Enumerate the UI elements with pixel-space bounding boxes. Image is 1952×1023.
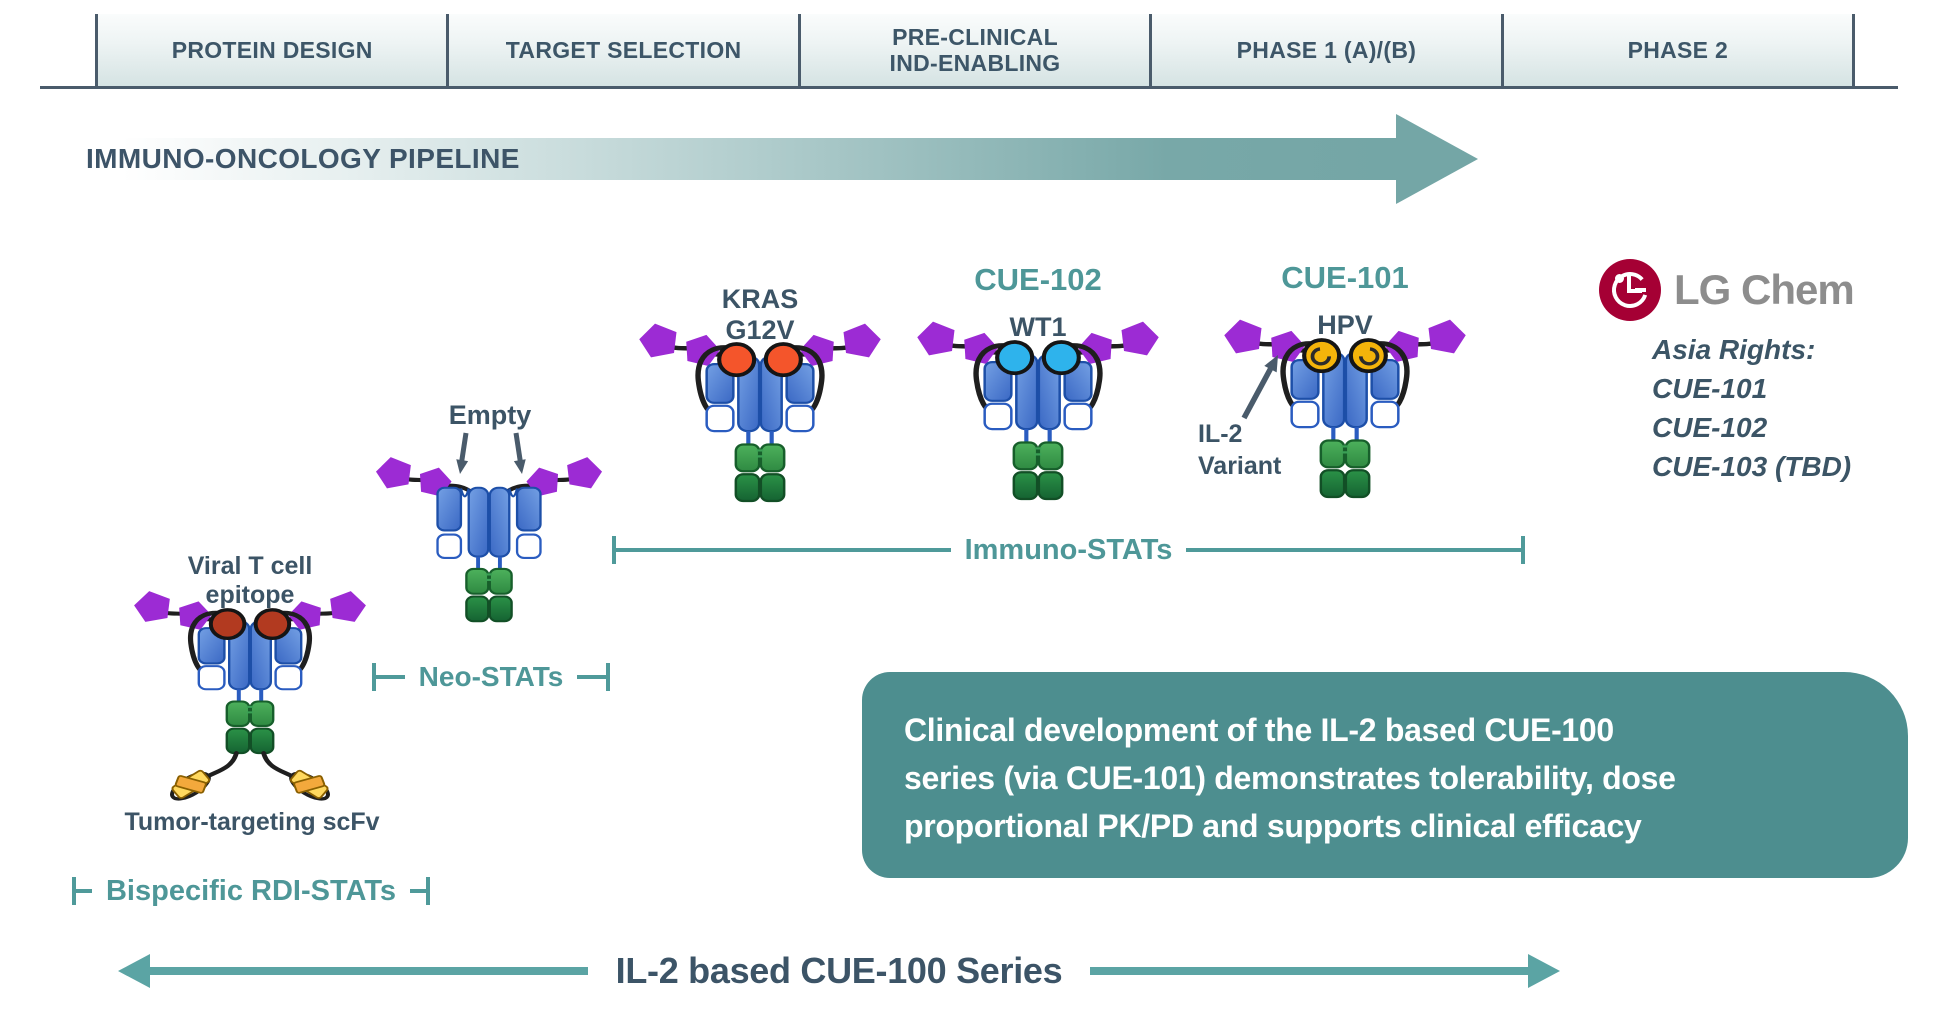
- pipeline-arrow-body: [122, 138, 1398, 180]
- asia-rights-title: Asia Rights:: [1652, 334, 1816, 365]
- molecule-cue-102: [913, 316, 1163, 502]
- bracket-line: [376, 675, 405, 679]
- callout-line: Clinical development of the IL-2 based C…: [904, 712, 1614, 748]
- molecule-kras-g12v: [635, 318, 885, 504]
- bracket-cap: [372, 663, 376, 691]
- bracket-line: [577, 675, 607, 679]
- empty-pointer-arrows: [456, 432, 526, 474]
- bracket-cap: [606, 663, 611, 691]
- neo-stats-bracket-label: Neo-STATs: [418, 661, 564, 692]
- bracket-line: [410, 889, 427, 893]
- cue-102-title: CUE-102: [974, 262, 1102, 297]
- phase-header: PROTEIN DESIGN TARGET SELECTION PRE-CLIN…: [95, 14, 1855, 86]
- kras-g12v-label: KRAS G12V: [721, 284, 799, 345]
- molecule-cue-101: [1220, 314, 1470, 500]
- cue-100-series-arrow: IL-2 based CUE-100 Series: [118, 950, 1561, 992]
- bispecific-rdi-stats-bracket-label: Bispecific RDI-STATs: [105, 874, 397, 907]
- clinical-callout-text: Clinical development of the IL-2 based C…: [904, 706, 1908, 850]
- bracket-cap: [72, 877, 76, 905]
- cue-101-title: CUE-101: [1281, 260, 1409, 295]
- callout-line: proportional PK/PD and supports clinical…: [904, 808, 1642, 844]
- arrowhead-left-icon: [118, 954, 150, 988]
- viral-t-cell-epitope-label: Viral T cell epitope: [187, 552, 313, 609]
- lg-chem-logo-icon: [1599, 259, 1661, 321]
- bracket-cap: [426, 877, 431, 905]
- hpv-label: HPV: [1317, 310, 1373, 340]
- bracket-cap: [1521, 536, 1526, 564]
- immuno-stats-bracket-label: Immuno-STATs: [964, 533, 1173, 566]
- il2-variant-label: IL-2 Variant: [1198, 420, 1282, 480]
- molecule-neo-stat-empty: [372, 452, 606, 624]
- wt1-label: WT1: [1009, 312, 1067, 342]
- immuno-stats-bracket: Immuno-STATs: [612, 533, 1526, 566]
- arrow-line: [150, 967, 588, 975]
- lg-chem-wordmark: LG Chem: [1674, 266, 1855, 313]
- asia-rights-program: CUE-102: [1652, 412, 1768, 443]
- bracket-line: [1186, 548, 1522, 552]
- cue-100-series-label: IL-2 based CUE-100 Series: [615, 950, 1063, 991]
- arrow-line: [1090, 967, 1529, 975]
- pipeline-arrow-head: [1396, 114, 1478, 204]
- bracket-line: [76, 889, 92, 893]
- pipeline-arrow-label: IMMUNO-ONCOLOGY PIPELINE: [86, 143, 520, 174]
- phase-header-cell-target-selection: TARGET SELECTION: [446, 14, 797, 86]
- asia-rights-program: CUE-103 (TBD): [1652, 451, 1852, 482]
- il2-variant-pointer-arrow: [1241, 355, 1278, 420]
- phase-header-cell-phase1: PHASE 1 (A)/(B): [1149, 14, 1500, 86]
- molecule-bispecific-rdi-stat: [130, 586, 370, 802]
- header-underline: [40, 86, 1898, 89]
- clinical-callout-box: Clinical development of the IL-2 based C…: [862, 672, 1908, 878]
- arrowhead-right-icon: [1528, 954, 1561, 988]
- bispecific-rdi-stats-bracket: Bispecific RDI-STATs: [72, 874, 431, 907]
- bracket-line: [616, 548, 951, 552]
- phase-header-cell-phase2: PHASE 2: [1500, 14, 1852, 86]
- asia-rights-program: CUE-101: [1652, 373, 1768, 404]
- bracket-cap: [612, 536, 616, 564]
- callout-line: series (via CUE-101) demonstrates tolera…: [904, 760, 1676, 796]
- asia-rights-block: Asia Rights: CUE-101 CUE-102 CUE-103 (TB…: [1652, 330, 1851, 486]
- phase-header-cell-protein-design: PROTEIN DESIGN: [171, 37, 373, 63]
- neo-stats-bracket: Neo-STATs: [372, 661, 611, 692]
- tumor-targeting-scfv-label: Tumor-targeting scFv: [124, 808, 380, 836]
- phase-header-cell-preclinical: PRE-CLINICAL IND-ENABLING: [797, 14, 1149, 86]
- empty-label: Empty: [448, 400, 532, 430]
